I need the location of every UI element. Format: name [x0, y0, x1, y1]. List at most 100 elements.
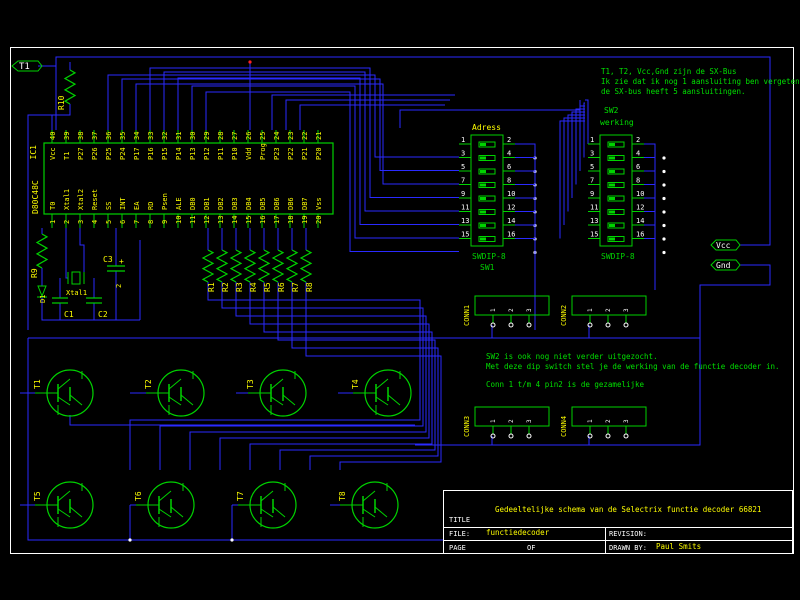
dip-toggle	[478, 141, 496, 148]
wire	[271, 94, 455, 130]
connector-pin-end	[623, 433, 629, 439]
wire	[299, 104, 445, 130]
resistor-r5	[257, 249, 271, 283]
dip-toggle	[607, 155, 625, 161]
wire	[163, 71, 459, 212]
note-sx-bus-1: T1, T2, Vcc,Gnd zijn de SX-Bus	[601, 67, 736, 76]
ic1-pin-name: DB0	[189, 197, 197, 210]
ic1-pin-number: 19	[301, 216, 309, 224]
of-label: OF	[527, 544, 535, 552]
drawn-by-value: Paul Smits	[656, 542, 701, 551]
r6-label: R6	[277, 282, 286, 292]
dip-pin-number: 14	[636, 217, 644, 225]
dip-toggle-knob	[480, 183, 486, 187]
transistor-emitter	[375, 396, 389, 406]
transistor-emitter2	[170, 506, 184, 518]
notes: T1, T2, Vcc,Gnd zijn de SX-Bus Ik zie da…	[486, 67, 800, 389]
dip-toggle-knob	[480, 156, 486, 160]
transistor-emitter2	[272, 506, 286, 518]
dip-toggle-knob	[480, 210, 486, 214]
ic1-pin-name: P17	[133, 147, 141, 160]
dip-pin-number: 2	[507, 136, 511, 144]
dip-pin-number: 6	[507, 163, 511, 171]
resistor-r3	[229, 249, 243, 283]
t1-label: T1	[33, 379, 42, 389]
dip-pin-number: 9	[590, 190, 594, 198]
ic1-pin-number: 36	[105, 132, 113, 140]
dip-toggle	[607, 195, 625, 202]
wire	[27, 104, 71, 330]
junction-dot	[662, 210, 666, 214]
crystal-xtal1	[71, 271, 81, 285]
r3-label: R3	[235, 282, 244, 292]
ic1-pin-name: P13	[189, 147, 197, 160]
dip-toggle-knob	[609, 143, 615, 146]
connector-pin-number: 1	[490, 419, 497, 423]
dip-toggle-knob	[609, 170, 615, 173]
resistor-r9	[35, 233, 49, 269]
port-vcc: Vcc	[710, 239, 741, 251]
ic1-pin-number: 26	[245, 132, 253, 140]
transistor-emitter2	[387, 394, 401, 406]
transistor-emitter2	[180, 394, 194, 406]
wire	[121, 78, 459, 171]
junction-dot	[662, 237, 666, 241]
dip-toggle	[607, 209, 625, 215]
wire	[291, 282, 439, 470]
dip-pin-number: 14	[507, 217, 515, 225]
junction-dot	[662, 156, 666, 160]
ic1-pin-number: 22	[301, 132, 309, 140]
diode-d1	[37, 285, 47, 298]
note-sw2-2: Met deze dip switch stel je de werking v…	[486, 362, 780, 371]
resistor-r7	[285, 249, 299, 283]
ic1-pin-number: 39	[63, 132, 71, 140]
ic1-pin-number: 24	[273, 132, 281, 140]
wire	[205, 91, 459, 252]
dip-toggle	[478, 236, 496, 242]
wire	[249, 282, 433, 470]
r9-label: R9	[30, 268, 39, 278]
ic1-pin-name: ALE	[175, 197, 183, 210]
connector-pin-end	[526, 322, 532, 328]
dip-pin-number: 4	[507, 150, 511, 158]
connector-pin-end	[508, 433, 514, 439]
junction-dot	[662, 169, 666, 174]
wire	[644, 238, 656, 290]
wire	[107, 74, 459, 158]
dip-toggle	[607, 182, 625, 188]
ic1-pin-name: Vdd	[245, 147, 253, 160]
connector-pin-number: 2	[605, 419, 612, 423]
port-gnd: Gnd	[710, 259, 741, 271]
ic1-pin-number: 27	[231, 132, 239, 140]
ic1-pin-number: 2	[63, 220, 71, 224]
ic1: IC1 D80C48C 40Vcc39T138P2737P2636P2535P2…	[29, 130, 334, 228]
ic1-pin-number: 18	[287, 216, 295, 224]
ic1-pin-name: P10	[231, 147, 239, 160]
dip-toggle	[478, 195, 496, 202]
connector-pin-end	[623, 322, 629, 328]
dip-pin-number: 13	[590, 217, 598, 225]
ic1-pin-name: DB7	[301, 197, 309, 210]
transistor-emitter	[57, 396, 71, 406]
sw2-ref: SW2	[604, 106, 619, 115]
dip-pin-number: 12	[636, 204, 644, 212]
dip-pin-number: 12	[507, 204, 515, 212]
connector-pin-number: 3	[526, 308, 533, 312]
ic1-pin-name: Xtal1	[63, 189, 71, 210]
ic1-pin-number: 7	[133, 220, 141, 224]
ic1-pin-name: P20	[315, 147, 323, 160]
wire	[571, 111, 585, 198]
ic1-pin-number: 38	[77, 132, 85, 140]
xtal1-label: Xtal1	[66, 289, 87, 297]
wire	[135, 83, 459, 185]
ic1-pin-number: 20	[315, 216, 323, 224]
junction-dot	[662, 223, 666, 228]
transistor-emitter	[260, 508, 274, 518]
ic1-pin-number: 35	[119, 132, 127, 140]
dip-pin-number: 2	[636, 136, 640, 144]
connector-pin-number: 2	[508, 308, 515, 312]
ic1-pin-number: 23	[287, 132, 295, 140]
connector-pin-number: 3	[623, 419, 630, 423]
